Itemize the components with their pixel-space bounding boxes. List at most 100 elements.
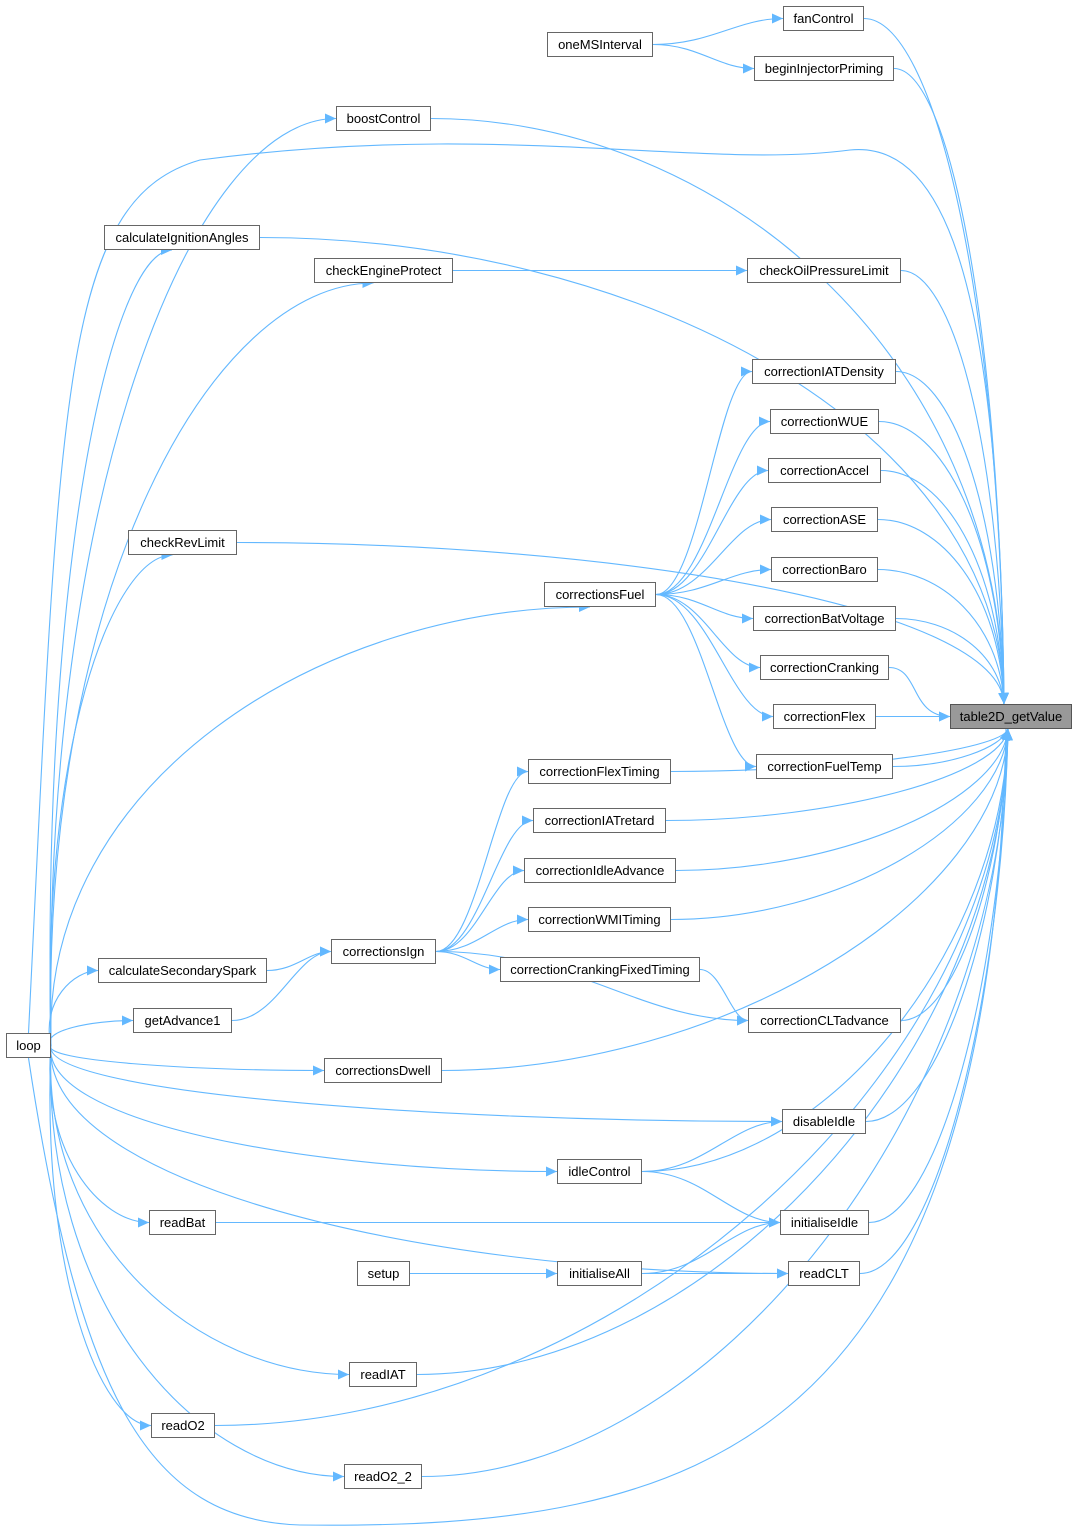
arrowhead-setup-to-initialiseAll [546,1268,557,1279]
node-loop[interactable]: loop [6,1033,51,1058]
edge-disableIdle-to-table2D_getValue [865,728,1009,1123]
node-checkRevLimit[interactable]: checkRevLimit [128,530,237,555]
arrowhead-getAdvance1-to-correctionsIgn [320,946,331,957]
arrowhead-correctionsIgn-to-correctionCrankingFixedTiming [489,964,500,975]
edge-loop-to-idleControl [50,1045,558,1173]
edge-correctionsFuel-to-correctionFlex [655,593,774,718]
edge-loop-to-disableIdle [50,1045,783,1123]
arrowhead-oneMSInterval-to-fanControl [772,13,783,24]
edge-oneMSInterval-to-fanControl [652,17,784,46]
edge-loop-to-readO2 [49,1045,152,1427]
edge-correctionBaro-to-table2D_getValue [877,568,1005,705]
node-calculateIgnitionAngles[interactable]: calculateIgnitionAngles [104,225,260,250]
edge-idleControl-to-disableIdle [641,1120,783,1173]
edge-correctionCrankingFixedTiming-to-correctionCLTadvance [699,968,749,1022]
node-getAdvance1[interactable]: getAdvance1 [133,1008,232,1033]
node-calculateSecondarySpark[interactable]: calculateSecondarySpark [98,958,267,983]
node-correctionWMITiming[interactable]: correctionWMITiming [528,907,671,932]
arrowhead-checkEngineProtect-to-checkOilPressureLimit [736,265,747,276]
edge-idleControl-to-initialiseIdle [641,1170,781,1224]
edge-readO2-to-table2D_getValue [214,728,1009,1427]
node-checkEngineProtect[interactable]: checkEngineProtect [314,258,453,283]
node-oneMSInterval[interactable]: oneMSInterval [547,32,653,57]
node-setup[interactable]: setup [357,1261,410,1286]
edge-initialiseIdle-to-table2D_getValue [868,728,1009,1224]
node-correctionIATretard[interactable]: correctionIATretard [533,808,666,833]
edge-loop-bottom-to-table2D_getValue [27,728,1007,1526]
arrowhead-loop-to-correctionsDwell [313,1065,324,1076]
node-correctionsDwell[interactable]: correctionsDwell [324,1058,442,1083]
node-correctionBatVoltage[interactable]: correctionBatVoltage [753,606,896,631]
arrowhead-loop-to-calculateSecondarySpark [87,965,98,976]
arrowhead-correctionsFuel-to-correctionIATDensity [741,366,752,377]
edge-correctionASE-to-table2D_getValue [877,518,1005,705]
edge-correctionWUE-to-table2D_getValue [878,420,1005,705]
node-correctionIATDensity[interactable]: correctionIATDensity [752,359,896,384]
node-readIAT[interactable]: readIAT [349,1362,417,1387]
arrowhead-correctionFlex-to-table2D_getValue [939,711,950,722]
node-beginInjectorPriming[interactable]: beginInjectorPriming [754,56,894,81]
node-correctionAccel[interactable]: correctionAccel [768,458,881,483]
node-correctionBaro[interactable]: correctionBaro [771,557,878,582]
node-correctionASE[interactable]: correctionASE [771,507,878,532]
edge-correctionAccel-to-table2D_getValue [880,469,1005,705]
edge-loop-to-calculateSecondarySpark [48,969,99,1046]
edge-loop-to-boostControl [49,117,337,1046]
node-table2D_getValue[interactable]: table2D_getValue [950,704,1072,729]
arrowhead-loop-to-readBat [138,1217,149,1228]
edge-checkRevLimit-to-table2D_getValue [236,541,1005,705]
node-correctionIdleAdvance[interactable]: correctionIdleAdvance [524,858,676,883]
arrowhead-correctionsFuel-to-correctionCranking [749,662,760,673]
edge-correctionIdleAdvance-to-table2D_getValue [675,728,1009,872]
arrowhead-loop-to-readO2_2 [333,1471,344,1482]
node-correctionsIgn[interactable]: correctionsIgn [331,939,436,964]
edge-correctionsFuel-to-correctionFuelTemp [655,593,757,768]
node-checkOilPressureLimit[interactable]: checkOilPressureLimit [747,258,901,283]
edge-checkOilPressureLimit-to-table2D_getValue [900,269,1005,705]
node-initialiseIdle[interactable]: initialiseIdle [780,1210,869,1235]
edge-readIAT-to-table2D_getValue [416,728,1009,1376]
node-idleControl[interactable]: idleControl [557,1159,642,1184]
edge-loop-to-checkEngineProtect [50,282,374,1046]
arrowhead-loop-to-idleControl [546,1166,557,1177]
edge-correctionFlexTiming-to-table2D_getValue [670,728,1009,773]
node-correctionFuelTemp[interactable]: correctionFuelTemp [756,754,893,779]
node-correctionsFuel[interactable]: correctionsFuel [544,582,656,607]
node-readCLT[interactable]: readCLT [788,1261,860,1286]
edge-correctionsFuel-to-correctionASE [655,518,772,596]
edge-loop-to-correctionsFuel [50,606,591,1046]
arrowhead-loop-to-readIAT [338,1369,349,1380]
edge-oneMSInterval-to-beginInjectorPriming [652,43,755,70]
node-disableIdle[interactable]: disableIdle [782,1109,866,1134]
arrowhead-correctionCrankingFixedTiming-to-correctionCLTadvance [737,1015,748,1026]
arrowhead-correctionsIgn-to-correctionFlexTiming [517,766,528,777]
arrowhead-correctionsFuel-to-correctionFlex [762,711,773,722]
edge-correctionsIgn-to-correctionCLTadvance [435,950,749,1022]
arrowhead-correctionsFuel-to-correctionWUE [759,416,770,427]
node-readO2_2[interactable]: readO2_2 [344,1464,422,1489]
edge-correctionsFuel-to-correctionAccel [655,469,769,596]
edge-correctionsFuel-to-correctionIATDensity [655,370,753,596]
edge-loop-to-readO2_2 [50,1045,345,1478]
node-correctionCLTadvance[interactable]: correctionCLTadvance [748,1008,901,1033]
edge-correctionCranking-to-table2D_getValue [888,666,951,718]
edge-calculateIgnitionAngles-to-table2D_getValue [259,236,1005,705]
node-correctionFlexTiming[interactable]: correctionFlexTiming [528,759,671,784]
arrowhead-readBat-to-initialiseIdle [769,1217,780,1228]
node-fanControl[interactable]: fanControl [783,6,864,31]
edge-correctionIATDensity-to-table2D_getValue [895,370,1005,705]
edge-readCLT-to-table2D_getValue [859,728,1009,1275]
arrowhead-loop-to-disableIdle [771,1116,782,1127]
edge-correctionsIgn-to-correctionIATretard [435,819,534,953]
node-correctionCrankingFixedTiming[interactable]: correctionCrankingFixedTiming [500,957,700,982]
arrowhead-loop-to-boostControl [325,113,336,124]
node-correctionFlex[interactable]: correctionFlex [773,704,876,729]
node-readO2[interactable]: readO2 [151,1413,215,1438]
node-boostControl[interactable]: boostControl [336,106,431,131]
node-initialiseAll[interactable]: initialiseAll [557,1261,642,1286]
node-correctionWUE[interactable]: correctionWUE [770,409,879,434]
node-correctionCranking[interactable]: correctionCranking [760,655,889,680]
arrowhead-correctionsFuel-to-correctionBatVoltage [742,613,753,624]
node-readBat[interactable]: readBat [149,1210,216,1235]
